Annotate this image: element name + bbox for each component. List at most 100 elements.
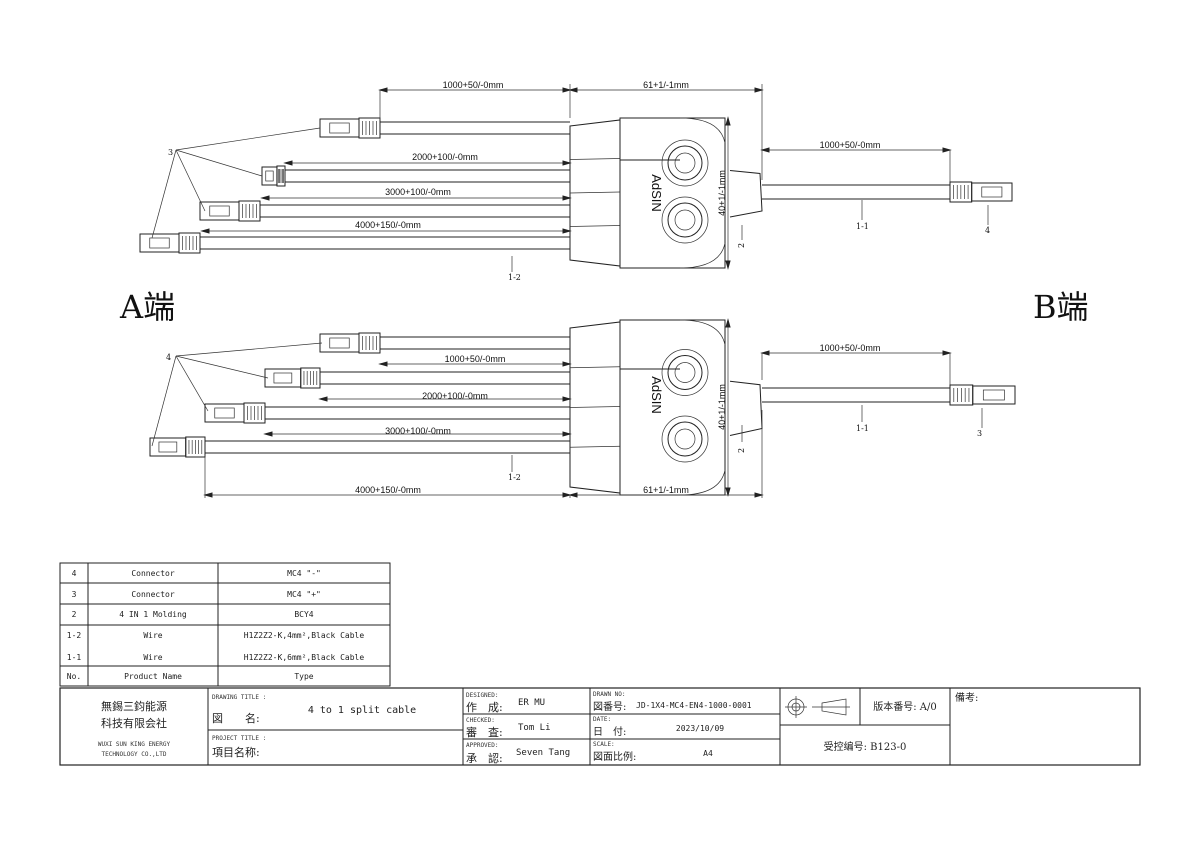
drawing-title-label-en: DRAWING TITLE : — [212, 694, 266, 701]
bom-row: 1-1 Wire H1Z2Z2-K,6mm²,Black Cable — [67, 653, 365, 662]
connector-latch — [214, 407, 235, 419]
leader-line — [175, 149, 263, 177]
bom-name: 4 IN 1 Molding — [119, 610, 187, 619]
bom-header-no: No. — [67, 672, 81, 681]
connector-body — [971, 182, 1013, 202]
checked-label-en: CHECKED: — [466, 717, 495, 724]
dim-bottom-out: 1000+50/-0mm — [820, 343, 881, 353]
molding-seam — [569, 445, 621, 448]
arrow-icon — [754, 492, 764, 498]
projection-symbol-icon — [785, 696, 850, 718]
dim-bottom-w2: 2000+100/-0mm — [422, 391, 488, 401]
arrow-icon — [378, 361, 388, 367]
connector-nut — [243, 402, 266, 424]
bom-row: 1-2 Wire H1Z2Z2-K,4mm²,Black Cable — [67, 631, 365, 640]
arrow-icon — [283, 160, 293, 166]
drawn-no-label-en: DRAWN NO: — [593, 691, 626, 698]
control-number: 受控编号: B123-0 — [824, 740, 907, 753]
date-label-en: DATE: — [593, 716, 611, 723]
company-name-en-1: WUXI SUN KING ENERGY — [98, 741, 171, 748]
approved-label-en: APPROVED: — [466, 742, 499, 749]
connector-nut — [300, 367, 321, 389]
dim-bottom-body-len: 61+1/-1mm — [643, 485, 689, 495]
leader-line — [151, 149, 177, 239]
drawing-title-label-cn: 図 名: — [212, 711, 260, 725]
top-assembly: 1000+50/-0mm 61+1/-1mm 2000+100/-0mm 300… — [168, 80, 990, 282]
arrow-icon — [725, 260, 731, 270]
designed-label-en: DESIGNED: — [466, 692, 499, 699]
dim-top-w2: 2000+100/-0mm — [412, 152, 478, 162]
callout-bottom-wire-left: 1-2 — [508, 473, 521, 482]
approved-label-cn: 承 認: — [466, 751, 503, 765]
brand-mark-top: AdSIN — [649, 174, 664, 212]
dim-top-body-len: 61+1/-1mm — [643, 80, 689, 90]
designed-by: ER MU — [518, 698, 545, 708]
connector-latch — [329, 122, 350, 134]
arrow-icon — [754, 87, 764, 93]
molding-body — [619, 319, 726, 496]
molding-boss — [667, 202, 703, 238]
arrow-icon — [562, 160, 572, 166]
connector-body — [204, 403, 245, 423]
molding-seam — [569, 406, 621, 408]
brand-mark-bottom: AdSIN — [649, 376, 664, 414]
dim-bottom-body-width: 40+1/-1mm — [717, 384, 727, 430]
molding-boss — [661, 196, 709, 244]
scale: A4 — [703, 749, 713, 758]
molding-boss — [667, 145, 703, 181]
arrow-icon — [318, 396, 328, 402]
bom-type: H1Z2Z2-K,4mm²,Black Cable — [244, 631, 365, 640]
connector-latch — [158, 441, 178, 453]
project-title-label-cn: 項目名称: — [212, 745, 260, 759]
molding-seam — [569, 225, 621, 227]
drawing-title: 4 to 1 split cable — [308, 705, 416, 716]
molding-boss — [661, 349, 709, 396]
bom-name: Wire — [143, 631, 162, 640]
connector-body — [264, 368, 302, 388]
bom-name: Wire — [143, 653, 162, 662]
arrow-icon — [725, 487, 731, 497]
molding-strain-relief — [729, 380, 763, 436]
leader-line — [175, 355, 269, 379]
connector-body — [149, 437, 187, 457]
molding-boss — [674, 209, 696, 231]
bom-no: 4 — [72, 569, 77, 578]
checked-by: Tom Li — [518, 723, 551, 733]
bom-no: 1-1 — [67, 653, 82, 662]
company-name-cn-2: 科技有限会社 — [101, 716, 167, 730]
callout-bottom-wire-right: 1-1 — [856, 424, 869, 433]
molding-seam — [569, 191, 621, 194]
leader-line — [151, 355, 177, 447]
connector-nut — [178, 232, 201, 254]
arrow-icon — [263, 431, 273, 437]
company-name-en-2: TECHNOLOGY CO.,LTD — [101, 751, 166, 758]
molding-boss — [661, 139, 709, 187]
connector-body — [972, 385, 1016, 405]
scale-label-en: SCALE: — [593, 741, 615, 748]
connector-body — [261, 166, 278, 186]
callout-top-wire-right: 1-1 — [856, 222, 869, 231]
leader-line — [175, 355, 209, 412]
connector-latch — [982, 389, 1005, 401]
callout-top-molding: 2 — [737, 243, 746, 248]
callout-top-conn-left: 3 — [168, 148, 173, 157]
scale-label-cn: 図面比例: — [593, 750, 636, 763]
arrow-icon — [568, 87, 578, 93]
bom-type: MC4 "-" — [287, 569, 321, 578]
connector-latch — [265, 170, 274, 182]
connector-nut — [949, 181, 973, 203]
bom-header-type: Type — [294, 672, 313, 681]
project-title-label-en: PROJECT TITLE : — [212, 735, 266, 742]
arrow-icon — [760, 147, 770, 153]
bom-no: 2 — [72, 610, 77, 619]
dim-top-w4: 4000+150/-0mm — [355, 220, 421, 230]
arrow-icon — [562, 492, 572, 498]
connector-latch — [149, 237, 170, 249]
leader-line — [175, 149, 206, 212]
arrow-icon — [760, 350, 770, 356]
bom-no: 3 — [72, 590, 77, 599]
callout-top-wire-left: 1-2 — [508, 273, 521, 282]
connector-body — [319, 118, 360, 138]
bom-no: 1-2 — [67, 631, 82, 640]
